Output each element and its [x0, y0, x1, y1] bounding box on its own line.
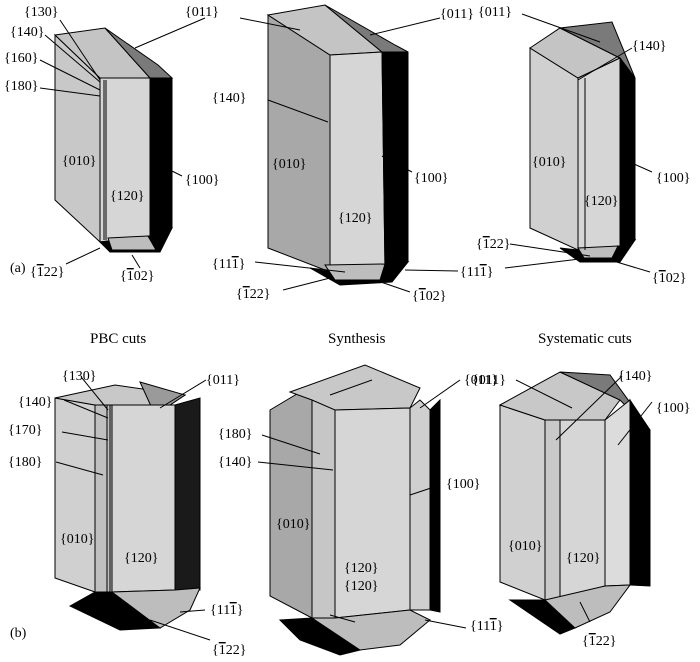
label-140: {140}: [10, 25, 44, 40]
face-010: [54, 397, 96, 593]
label-010: {010}: [62, 154, 96, 169]
face-120: [329, 51, 386, 273]
label-011: {011}: [464, 373, 498, 388]
label-120: {120}: [584, 194, 618, 209]
label-010: {010}: [532, 155, 566, 170]
label-111: {111}: [210, 603, 243, 618]
face-010: [269, 384, 313, 619]
leader-lines-a: [39, 13, 653, 293]
label-100: {100}: [656, 171, 690, 186]
face-010: [267, 14, 331, 273]
label-120-b: {120}: [344, 579, 378, 594]
face-102: [577, 245, 619, 259]
face-100: [619, 56, 636, 247]
labels-b: {130} {140} {170} {180} {011} {010} {120…: [8, 369, 690, 658]
face-120: [99, 77, 151, 243]
face-100: [149, 77, 173, 237]
label-120: {120}: [124, 551, 158, 566]
label-160: {160}: [4, 51, 38, 66]
face-011-top: [498, 371, 621, 421]
face-120: [577, 57, 621, 251]
label-010: {010}: [272, 157, 306, 172]
face-010: [499, 404, 546, 601]
face-111: [310, 609, 431, 651]
title-systematic-cuts: Systematic cuts: [538, 331, 632, 347]
column-titles: PBC cuts Synthesis Systematic cuts: [90, 331, 632, 347]
label-180: {180}: [4, 79, 38, 94]
face-140: [544, 419, 561, 601]
label-010: {010}: [60, 532, 94, 547]
label-010: {010}: [276, 517, 310, 532]
crystal-b3: [498, 371, 651, 635]
label-170: {170}: [8, 423, 42, 438]
label-011: {011}: [185, 5, 219, 20]
title-pbc-cuts: PBC cuts: [90, 331, 146, 347]
label-111: {111}: [470, 619, 503, 634]
face-140: [409, 399, 431, 611]
label-100: {100}: [446, 477, 480, 492]
label-122: {122}: [476, 237, 510, 252]
label-120: {120}: [338, 211, 372, 226]
label-102: {102}: [412, 289, 446, 304]
leader-lines-b: [55, 375, 653, 641]
label-140: {140}: [618, 369, 652, 384]
face-100: [174, 397, 201, 591]
crystal-b1: [54, 381, 201, 631]
label-120: {120}: [344, 561, 378, 576]
face-180: [311, 379, 336, 621]
face-100: [429, 398, 441, 613]
crystal-a1: [53, 27, 174, 253]
label-011: {011}: [206, 373, 240, 388]
face-010: [529, 47, 579, 251]
label-130: {130}: [62, 369, 96, 384]
label-122: {122}: [30, 265, 64, 280]
face-100: [381, 51, 409, 269]
face-102: [107, 235, 157, 251]
label-122: {122}: [212, 643, 246, 658]
label-102: {102}: [120, 269, 154, 284]
label-140: {140}: [218, 455, 252, 470]
crystal-b2: [269, 364, 441, 656]
label-120: {120}: [110, 189, 144, 204]
label-140: {140}: [18, 395, 52, 410]
crystal-a3: [529, 21, 637, 263]
label-122: {122}: [582, 634, 616, 649]
label-130: {130}: [24, 5, 58, 20]
label-111: {111}: [460, 265, 493, 280]
crystal-a2: [266, 4, 410, 286]
labels-a: {130} {140} {160} {180} {011} {010} {120…: [4, 5, 690, 304]
label-111: {111}: [212, 257, 245, 272]
face-111: [543, 584, 632, 629]
label-122: {122}: [236, 287, 270, 302]
label-102: {102}: [652, 271, 686, 286]
label-011: {011}: [472, 373, 506, 388]
face-bottom: [278, 617, 362, 656]
label-panel-a: (a): [10, 261, 26, 276]
label-120: {120}: [566, 551, 600, 566]
label-100: {100}: [185, 173, 219, 188]
face-102: [324, 263, 386, 281]
label-180: {180}: [8, 455, 42, 470]
face-100-dark: [629, 398, 651, 587]
label-140: {140}: [212, 91, 246, 106]
face-100: [604, 398, 631, 587]
label-011: {011}: [478, 5, 512, 20]
label-140: {140}: [632, 39, 666, 54]
face-120: [559, 419, 606, 601]
label-100: {100}: [414, 171, 448, 186]
face-111: [110, 587, 201, 629]
label-011: {011}: [440, 7, 474, 22]
label-010: {010}: [508, 539, 542, 554]
label-panel-b: (b): [10, 626, 27, 641]
label-180: {180}: [218, 427, 252, 442]
title-synthesis: Synthesis: [328, 331, 386, 347]
face-140: [94, 404, 113, 593]
label-100: {100}: [656, 401, 690, 416]
